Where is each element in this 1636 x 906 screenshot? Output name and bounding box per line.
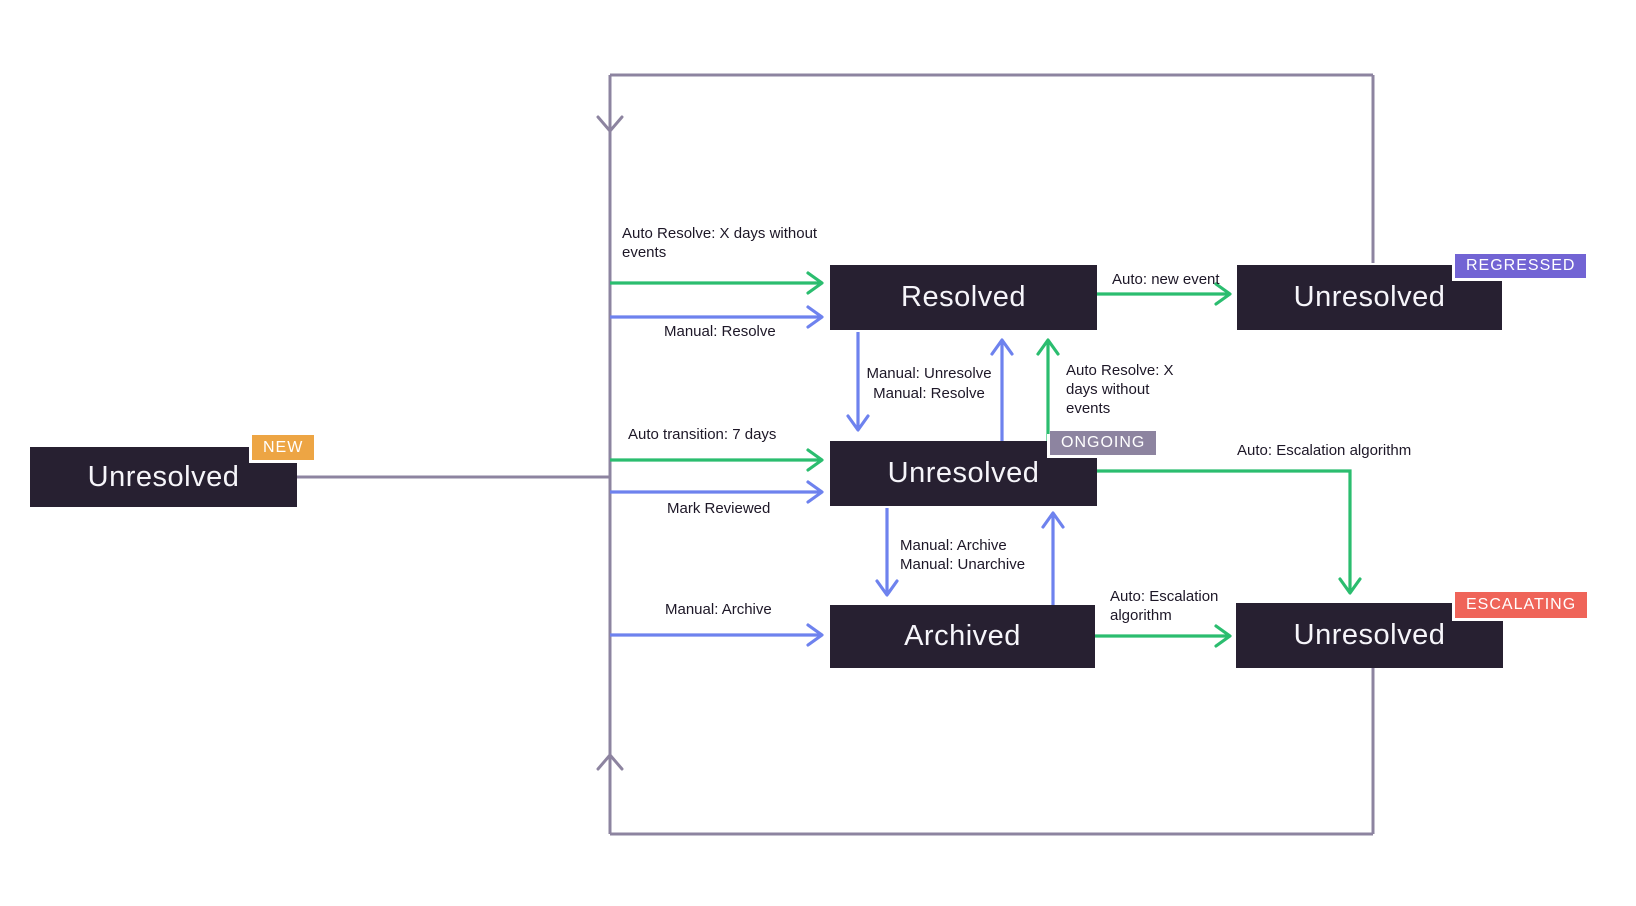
loop-arrowhead-down-icon — [596, 115, 624, 133]
label-manual-archive-unarchive: Manual: Archive Manual: Unarchive — [900, 537, 1026, 573]
state-label: Archived — [904, 620, 1021, 652]
label-auto-escalation-from-archived: Auto: Escalation algorithm — [1110, 588, 1219, 624]
state-resolved: Resolved — [830, 265, 1097, 330]
state-regressed-unresolved: Unresolved — [1237, 265, 1502, 330]
loop-arrowhead-up-icon — [596, 753, 624, 771]
label-manual-archive: Manual: Archive — [665, 601, 772, 618]
label-mark-reviewed: Mark Reviewed — [667, 500, 771, 517]
state-ongoing-unresolved: Unresolved — [830, 441, 1097, 506]
state-label: Unresolved — [1293, 281, 1446, 313]
state-label: Unresolved — [87, 460, 240, 493]
state-label: Unresolved — [1293, 619, 1446, 651]
badge-label: REGRESSED — [1466, 257, 1576, 274]
badge-new: NEW — [252, 435, 315, 460]
label-manual-resolve-into-resolved: Manual: Resolve — [664, 323, 776, 340]
state-label: Resolved — [901, 281, 1026, 313]
label-auto-new-event: Auto: new event — [1112, 271, 1220, 288]
label-auto-resolve-into-resolved: Auto Resolve: X days without events — [622, 225, 818, 261]
label-auto-transition: Auto transition: 7 days — [628, 426, 777, 443]
badge-escalating: ESCALATING — [1455, 592, 1588, 618]
badge-ongoing: ONGOING — [1050, 431, 1157, 455]
badge-regressed: REGRESSED — [1455, 254, 1587, 278]
edge-auto-escalation-from-ongoing — [1097, 469, 1362, 595]
label-auto-resolve-from-ongoing: Auto Resolve: X days without events — [1066, 362, 1174, 417]
badge-label: NEW — [263, 438, 304, 456]
label-manual-unresolve-resolve: Manual: Unresolve Manual: Resolve — [866, 365, 992, 402]
state-archived: Archived — [830, 605, 1095, 668]
badge-label: ESCALATING — [1466, 596, 1577, 613]
badge-label: ONGOING — [1061, 434, 1146, 451]
label-auto-escalation-from-ongoing: Auto: Escalation algorithm — [1237, 442, 1412, 459]
state-label: Unresolved — [887, 457, 1040, 489]
